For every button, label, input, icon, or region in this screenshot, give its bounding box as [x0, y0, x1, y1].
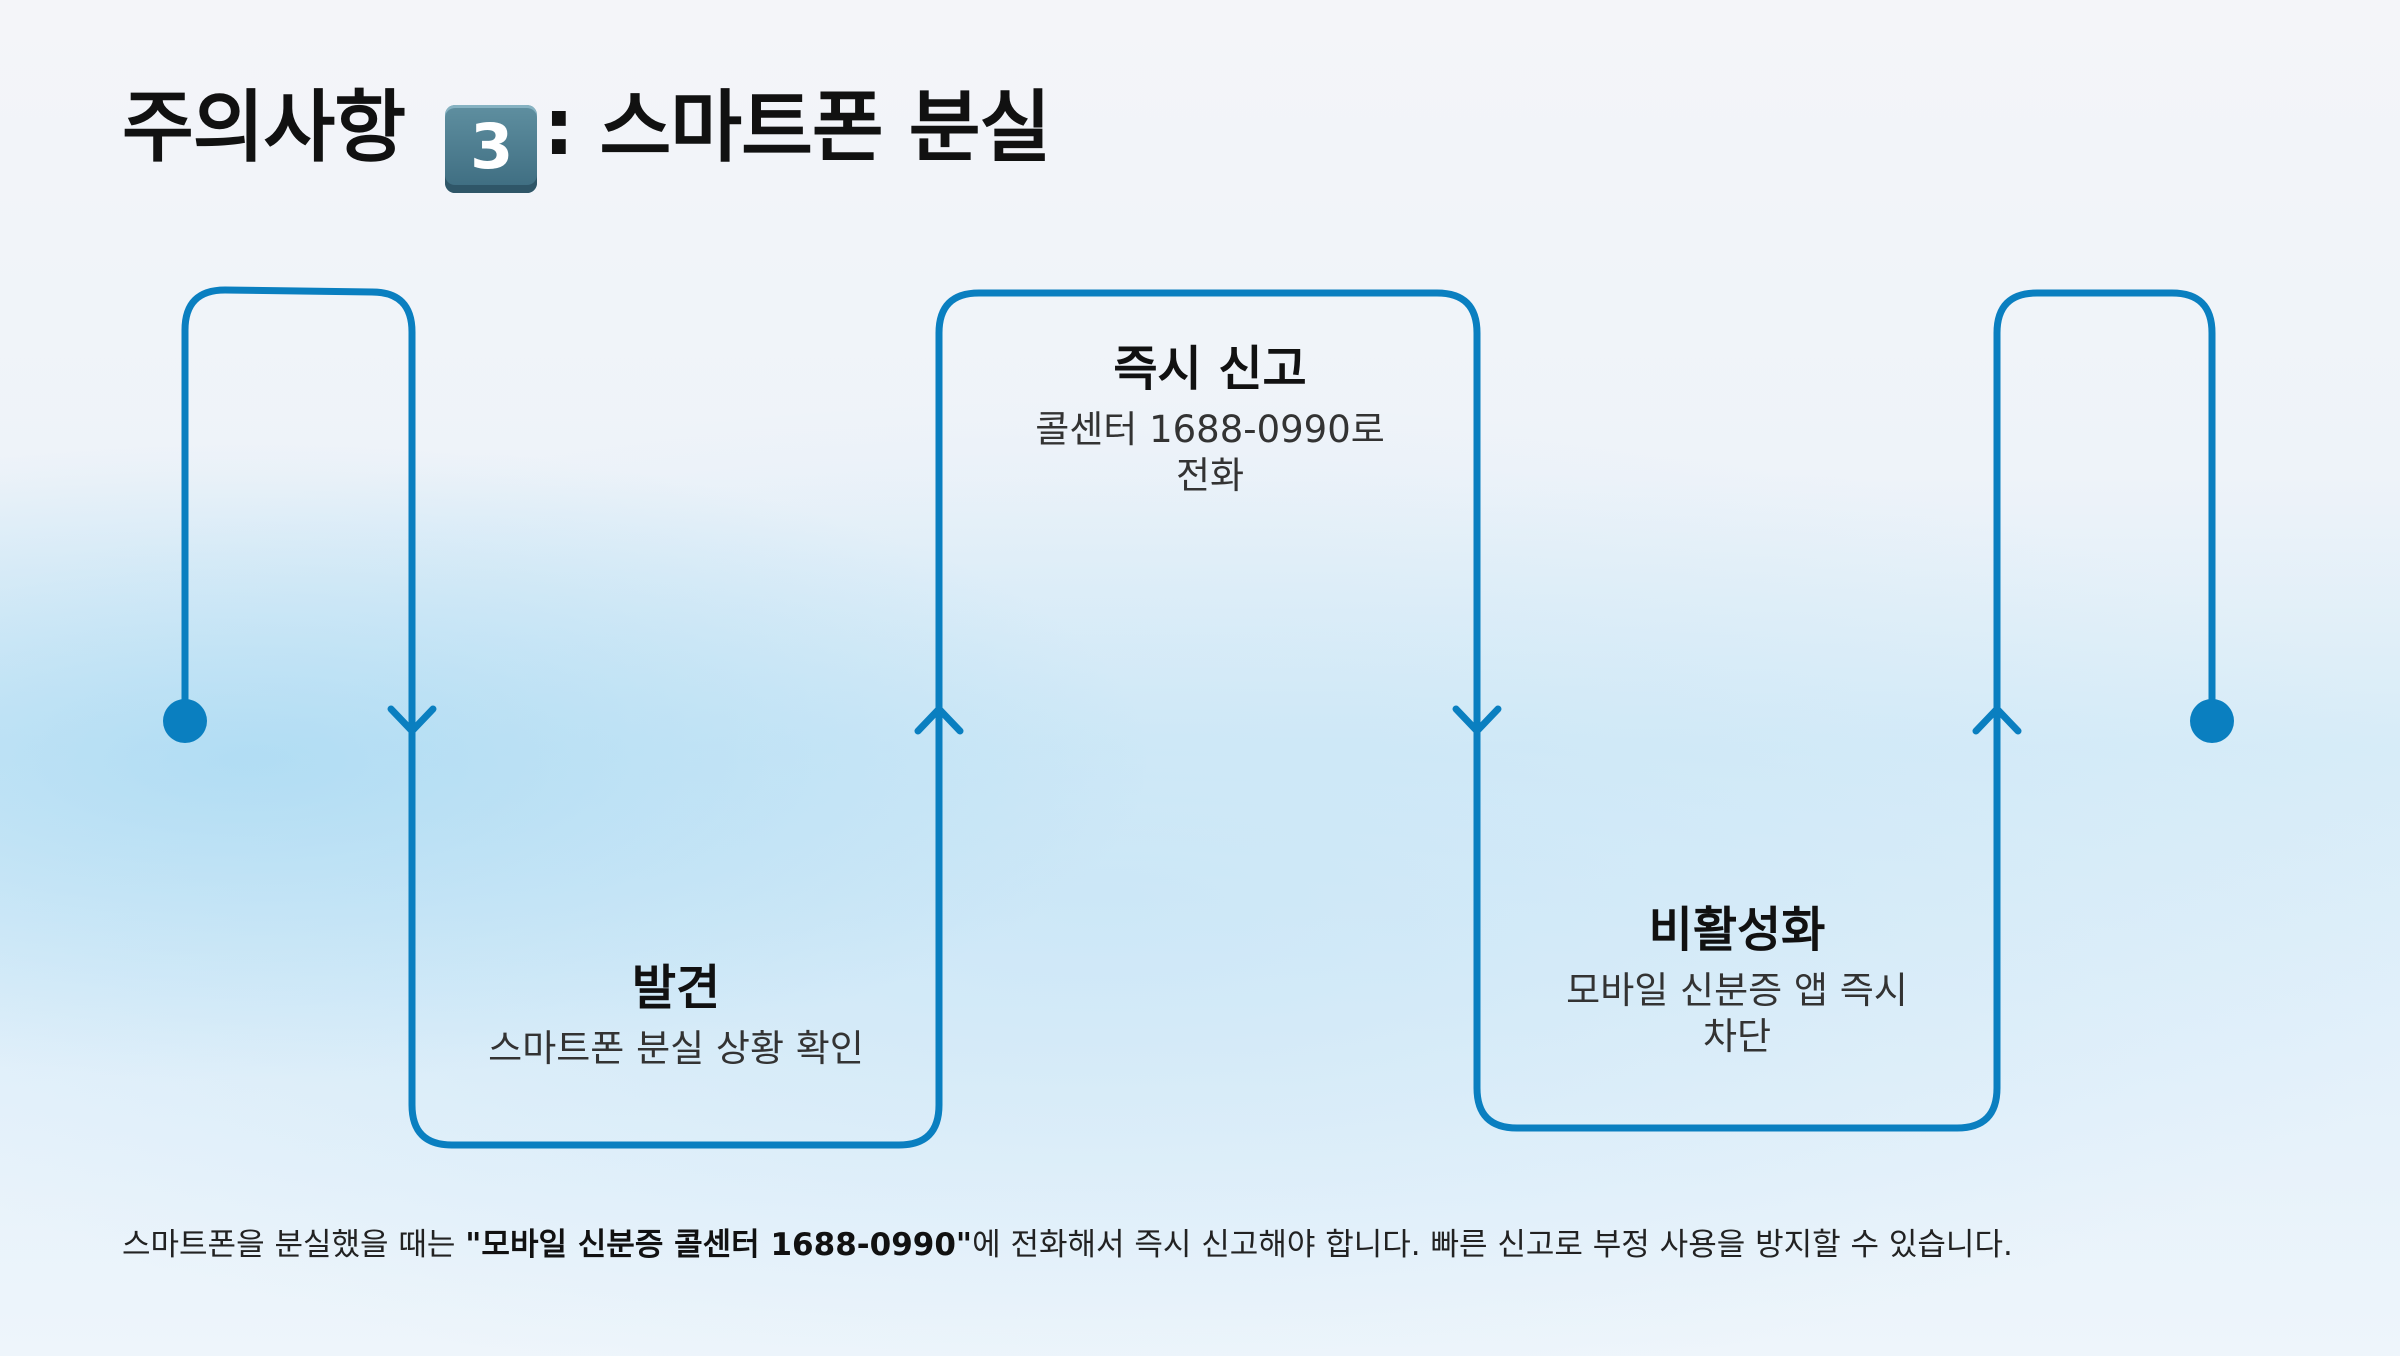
step-title: 발견 — [631, 960, 721, 1016]
step-description-line: 차단 — [1702, 1015, 1772, 1058]
flow-start-dot — [163, 699, 207, 743]
step-description: 스마트폰 분실 상황 확인 — [488, 1027, 864, 1070]
footer-note: 스마트폰을 분실했을 때는 "모바일 신분증 콜센터 1688-0990"에 전… — [122, 1222, 2322, 1268]
arrow-down-icon — [387, 705, 437, 735]
flow-end-dot — [2190, 699, 2234, 743]
arrow-down-icon — [1452, 705, 1502, 735]
step-report: 즉시 신고 콜센터 1688-0990로 전화 — [980, 339, 1440, 499]
step-title: 즉시 신고 — [1113, 341, 1307, 397]
step-description-line: 전화 — [1175, 454, 1245, 497]
step-description: 모바일 신분증 앱 즉시 차단 — [1510, 968, 1964, 1060]
step-title: 비활성화 — [1648, 902, 1826, 958]
step-deactivate: 비활성화 모바일 신분증 앱 즉시 차단 — [1510, 900, 1964, 1060]
page-title-suffix: : 스마트폰 분실 — [543, 83, 1051, 173]
arrow-up-icon — [914, 705, 964, 735]
keycap-number-icon: 3 — [445, 105, 538, 193]
footer-highlight: "모바일 신분증 콜센터 1688-0990" — [465, 1227, 973, 1263]
step-description-line: 모바일 신분증 앱 즉시 — [1566, 969, 1908, 1012]
step-description-line: 콜센터 1688-0990로 — [1035, 408, 1385, 451]
step-description: 콜센터 1688-0990로 전화 — [980, 407, 1440, 499]
page-title-prefix: 주의사항 — [122, 83, 406, 173]
step-discovery: 발견 스마트폰 분실 상황 확인 — [440, 958, 912, 1072]
footer-text-after: 에 전화해서 즉시 신고해야 합니다. 빠른 신고로 부정 사용을 방지할 수 … — [972, 1227, 2013, 1263]
page-title: 주의사항 3: 스마트폰 분실 — [122, 78, 1051, 193]
footer-text-before: 스마트폰을 분실했을 때는 — [122, 1227, 466, 1263]
arrow-up-icon — [1972, 705, 2022, 735]
flow-path — [181, 286, 2216, 1149]
